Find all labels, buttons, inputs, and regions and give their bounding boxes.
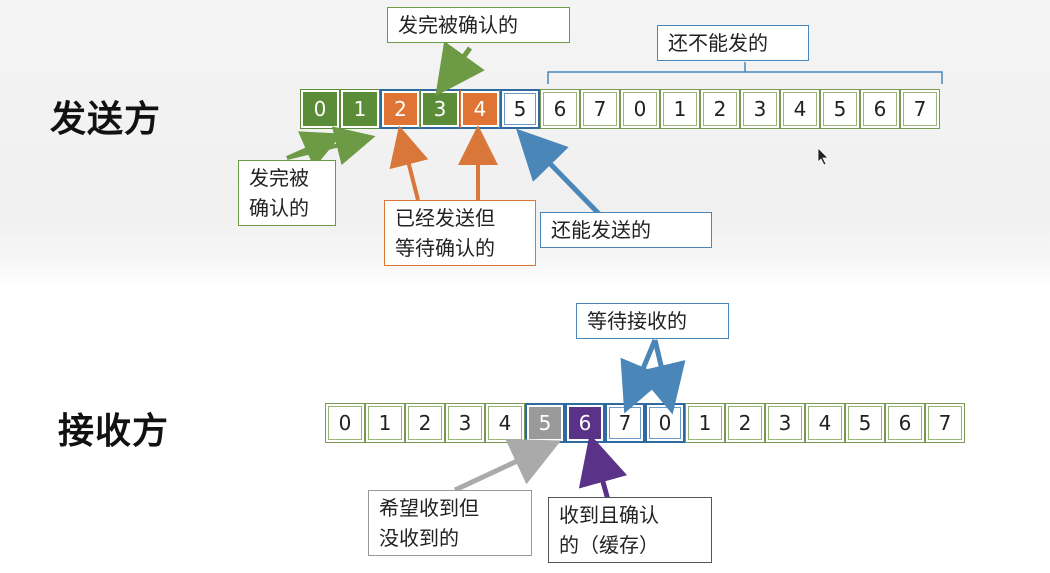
receiver-cell-1: 1 xyxy=(365,403,405,443)
sender-cell-12: 4 xyxy=(780,89,820,129)
sender-cell-13: 5 xyxy=(820,89,860,129)
sender-cell-14: 6 xyxy=(860,89,900,129)
cursor-icon xyxy=(817,147,829,166)
sender-sequence-row: 0 1 2 3 4 5 6 7 0 1 2 3 4 5 6 7 xyxy=(300,89,940,129)
arrow-received xyxy=(578,433,628,501)
arrow-waiting-7 xyxy=(620,339,667,414)
arrow-can-send xyxy=(516,128,605,220)
label-waiting: 等待接收的 xyxy=(576,303,729,339)
sender-cell-15: 7 xyxy=(900,89,940,129)
label-not-yet: 还不能发的 xyxy=(657,25,809,61)
arrow-sent-wait-2 xyxy=(389,125,429,201)
label-expected: 希望收到但 没收到的 xyxy=(368,490,532,556)
label-acked-left: 发完被 确认的 xyxy=(238,160,336,226)
brace-not-yet xyxy=(547,62,943,84)
receiver-cell-3: 3 xyxy=(445,403,485,443)
receiver-cell-14: 6 xyxy=(885,403,925,443)
receiver-sequence-row: 0 1 2 3 4 5 6 7 0 1 2 3 4 5 6 7 xyxy=(325,403,965,443)
receiver-cell-9: 1 xyxy=(685,403,725,443)
sender-cell-11: 3 xyxy=(740,89,780,129)
label-received: 收到且确认 的（缓存） xyxy=(548,497,712,563)
receiver-cell-12: 4 xyxy=(805,403,845,443)
sender-cell-0: 0 xyxy=(300,89,340,129)
receiver-cell-15: 7 xyxy=(925,403,965,443)
receiver-cell-4: 4 xyxy=(485,403,525,443)
sender-cell-10: 2 xyxy=(700,89,740,129)
sender-cell-9: 1 xyxy=(660,89,700,129)
label-can-send: 还能发送的 xyxy=(540,212,712,248)
label-acked-top: 发完被确认的 xyxy=(387,7,570,43)
arrow-expected xyxy=(453,439,562,493)
receiver-cell-2: 2 xyxy=(405,403,445,443)
receiver-title: 接收方 xyxy=(58,411,170,452)
sender-cell-1: 1 xyxy=(340,89,380,129)
arrow-acked-top xyxy=(435,41,485,97)
receiver-cell-11: 3 xyxy=(765,403,805,443)
sender-title: 发送方 xyxy=(50,99,162,140)
sender-cell-7: 7 xyxy=(580,89,620,129)
sender-cell-8: 0 xyxy=(620,89,660,129)
sender-cell-5: 5 xyxy=(500,89,540,129)
receiver-cell-13: 5 xyxy=(845,403,885,443)
arrow-acked-left-1 xyxy=(286,126,376,166)
label-sent-wait: 已经发送但 等待确认的 xyxy=(384,200,536,266)
receiver-cell-0: 0 xyxy=(325,403,365,443)
arrow-waiting-0 xyxy=(636,339,686,415)
receiver-cell-10: 2 xyxy=(725,403,765,443)
sender-cell-6: 6 xyxy=(540,89,580,129)
receiver-cell-5: 5 xyxy=(525,403,565,443)
